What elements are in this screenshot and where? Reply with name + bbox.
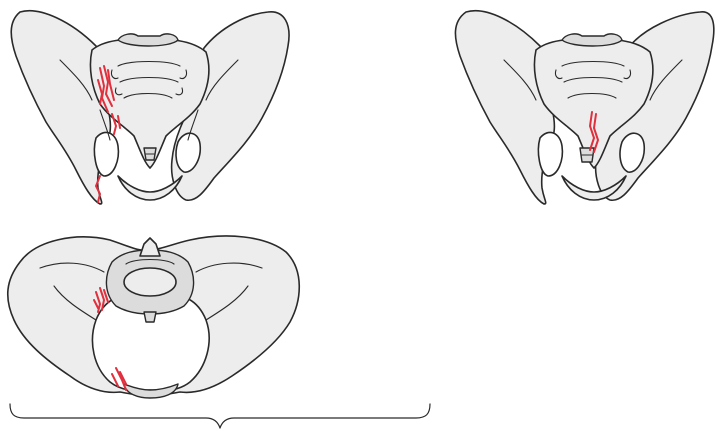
pelvis-front-view-sacral-fracture xyxy=(455,11,713,204)
spinous-process xyxy=(140,238,160,256)
sacral-promontory xyxy=(118,34,178,46)
left-obturator-foramen xyxy=(94,132,118,176)
pelvis-inlet-view xyxy=(8,236,300,398)
vertebral-body xyxy=(124,268,176,296)
pelvis-front-view-left-fracture xyxy=(11,11,289,204)
left-iliac-wing xyxy=(11,11,110,204)
left-obturator-foramen xyxy=(538,132,562,176)
grouping-brace xyxy=(10,404,430,428)
sacral-promontory xyxy=(562,34,622,46)
coccyx xyxy=(144,312,156,322)
left-iliac-wing xyxy=(455,11,554,204)
